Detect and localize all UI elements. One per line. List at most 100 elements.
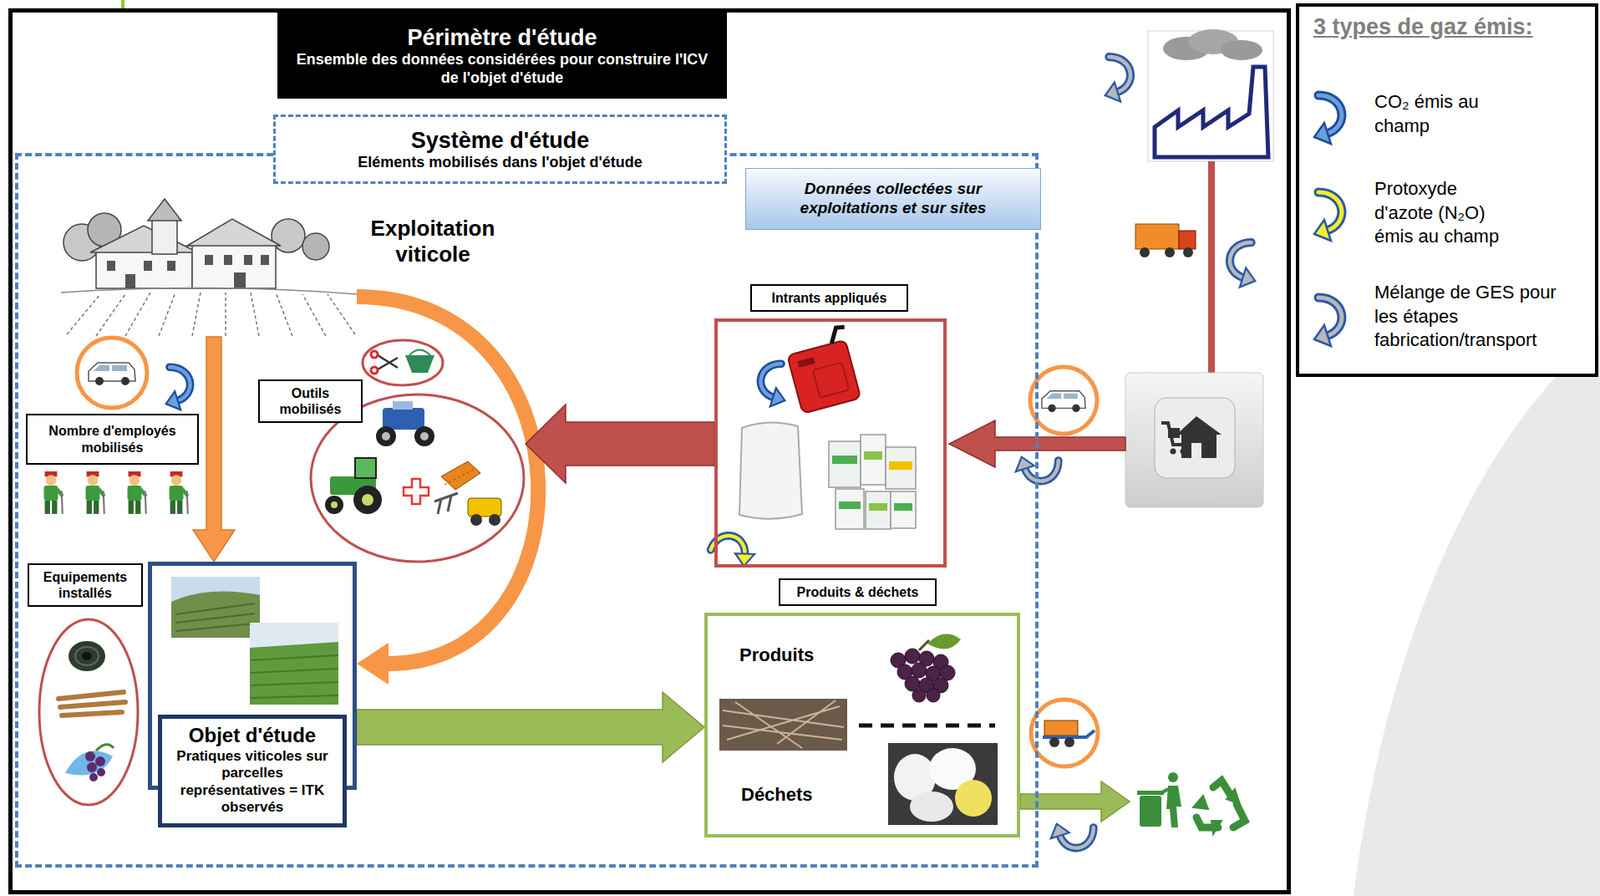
trailer-icon (1064, 736, 1075, 747)
hand-tools-icon (409, 350, 431, 356)
trailer-icon (1031, 699, 1098, 767)
background-shape (121, 0, 1600, 896)
machinery-icons (392, 401, 413, 410)
inputs-icons (893, 502, 913, 511)
ghg-emission-arrow (1051, 823, 1094, 849)
farm-illustration (275, 292, 293, 336)
worker-icons (44, 471, 188, 514)
recycle-icon (1193, 795, 1209, 809)
flow-arrow (193, 336, 235, 562)
node-heading: Nombre d'employés mobilisés (32, 422, 193, 455)
node-text: Eléments mobilisés dans l'objet d'étude (284, 153, 717, 173)
farm-illustration (243, 254, 253, 265)
van-icon (1041, 391, 1086, 412)
machinery-icons (441, 461, 481, 490)
farm-illustration (250, 292, 260, 336)
legend-text: Mélange de GES pour les étapes fabricati… (1374, 280, 1584, 353)
ghg-emission-arrow (1015, 457, 1059, 482)
label-box: Produits & déchets (778, 578, 937, 606)
waste-arrow (1020, 781, 1130, 822)
section-label: Produits (739, 644, 814, 666)
ellipse-outline (37, 617, 140, 807)
farm-illustration (152, 218, 178, 254)
node-heading: Equipements installés (34, 568, 137, 601)
shop-icon (1125, 372, 1264, 508)
equipment-icons (86, 761, 97, 773)
farm-illustration (271, 218, 305, 253)
farm-illustration (192, 243, 276, 289)
shop-icon (1161, 422, 1187, 445)
trash-icon (1166, 785, 1182, 828)
node-heading: Déchets (741, 783, 813, 806)
tools-ellipse: Outils mobilisés (309, 392, 526, 564)
trailer-icon (1031, 699, 1098, 767)
legend-frame (1314, 95, 1342, 144)
ghg-emission-arrow (1229, 242, 1255, 287)
inputs-icons (888, 461, 913, 470)
machinery-icons (355, 457, 376, 478)
supply-arrow (949, 420, 1126, 468)
system-heading: Système d'étudeEléments mobilisés dans l… (273, 114, 727, 184)
recycle-icon (1233, 803, 1245, 828)
farm-illustration (223, 254, 233, 265)
inputs-icons (835, 488, 864, 529)
farm-label: Exploitation viticole (357, 215, 508, 268)
truck-icon (1135, 223, 1179, 249)
truck-icon (1183, 247, 1194, 258)
outputs-icons (719, 698, 848, 751)
inputs-icons (885, 446, 916, 489)
supply-arrow (949, 420, 1126, 468)
node-heading: Données collectées sur exploitations et … (756, 179, 1031, 219)
label-box: Nombre d'employés mobilisés (25, 413, 199, 465)
machinery-icons (470, 513, 483, 526)
worker-icons (169, 471, 188, 514)
inputs-box: Intrants appliqués (714, 318, 947, 568)
co2-emission-arrow (760, 363, 785, 407)
equipment-icons (85, 751, 96, 762)
ellipse-outline (39, 619, 138, 805)
co2-emission-arrow (760, 363, 785, 407)
data-source-text: Données collectées sur exploitations et … (756, 179, 1031, 219)
farm-illustration (106, 260, 116, 271)
shop-icon (1125, 372, 1264, 508)
inputs-icons (787, 340, 861, 414)
inputs-icons (863, 451, 883, 460)
truck-icon (1178, 230, 1196, 249)
trailer-icon (1044, 720, 1078, 736)
farm-illustration (233, 272, 246, 289)
ghg-emission-arrow (1105, 56, 1131, 102)
hand-tools-icon (362, 340, 443, 386)
hand-tools-icon (370, 366, 378, 374)
co2-emission-arrow (166, 366, 191, 410)
farm-illustration (125, 274, 136, 289)
outputs-icons (722, 700, 844, 748)
machinery-icons (420, 431, 429, 441)
ghg-emission-arrow (1015, 457, 1059, 482)
legend-title: 3 types de gaz émis: (1313, 13, 1590, 41)
farm-illustration (167, 260, 176, 271)
node-heading: Produits & déchets (785, 584, 930, 600)
hand-tools-icon (377, 355, 398, 370)
truck-icon (1164, 247, 1175, 258)
outputs-icons (912, 688, 926, 702)
trash-icon (1137, 790, 1164, 795)
equipment-icons (65, 750, 113, 775)
trash-icon (1137, 772, 1182, 828)
outputs-icons (954, 779, 992, 817)
farm-illustration (204, 254, 214, 265)
study-object-panel: Objet d'étudePratiques viticoles sur par… (157, 714, 347, 828)
machinery-icons (444, 467, 477, 485)
trailer-icon (1049, 736, 1060, 747)
data-source-box: Données collectées sur exploitations et … (745, 167, 1042, 230)
van-icon (88, 362, 136, 386)
vineyard-photos (171, 591, 260, 639)
trash-icon (1139, 795, 1162, 827)
shop-icon (1154, 397, 1235, 478)
recycle-icon (1211, 820, 1222, 834)
node-heading: Objet d'étude (167, 723, 338, 748)
system-frame: Système d'étudeEléments mobilisés dans l… (15, 152, 1039, 868)
farm-illustration (302, 294, 326, 336)
farm-illustration (60, 287, 357, 295)
worker-icons (86, 471, 105, 514)
